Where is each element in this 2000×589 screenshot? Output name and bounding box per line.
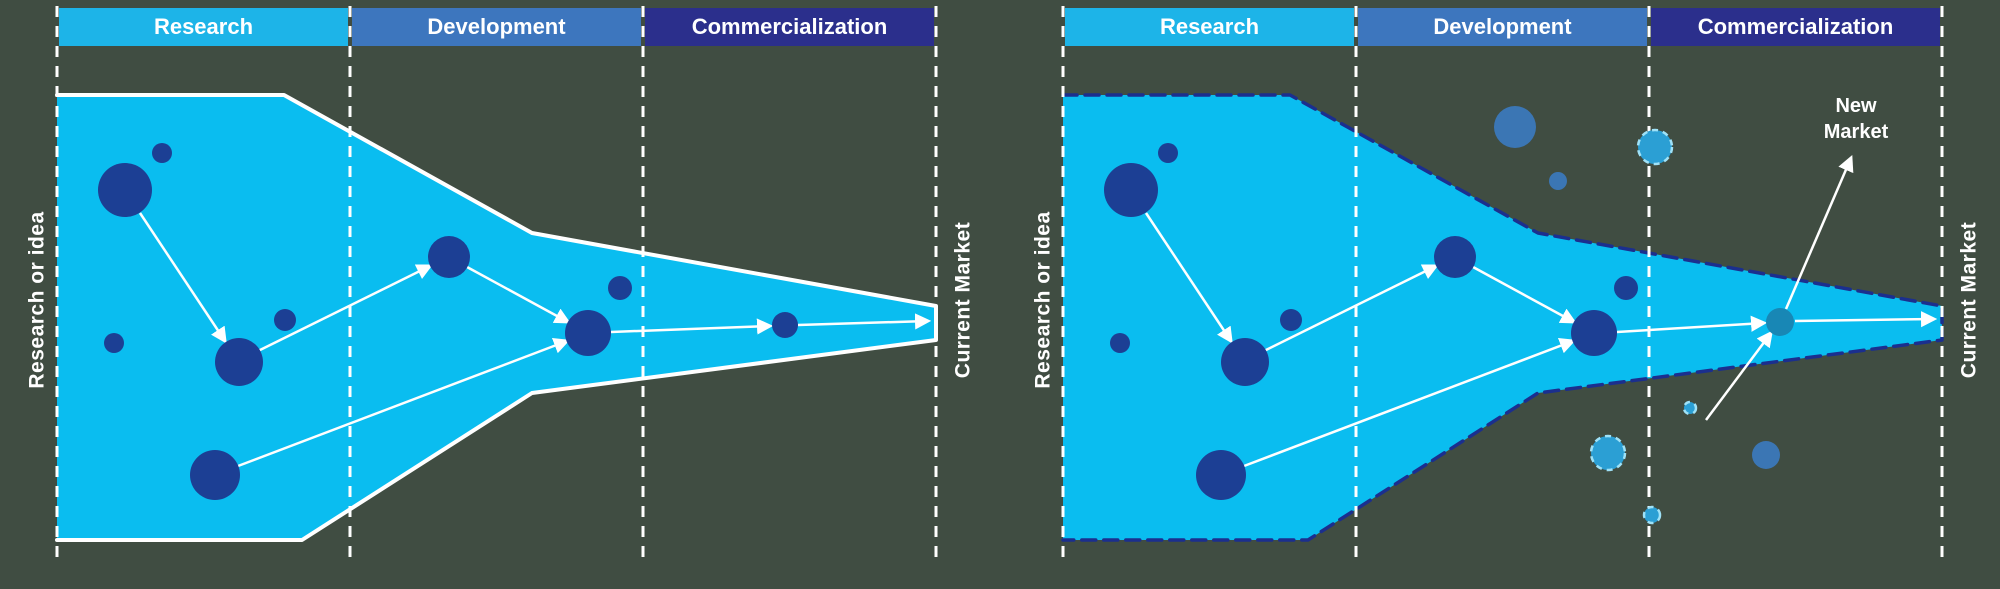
idea-circle [1280,309,1302,331]
idea-circle [1196,450,1246,500]
idea-circle [428,236,470,278]
external-idea-circle [1752,441,1780,469]
flow-arrow [1616,315,1768,334]
phase-header-label: Development [427,14,566,39]
flow-arrow [1263,264,1439,353]
phase-header-research [59,8,348,46]
idea-circle [1221,338,1269,386]
research-or-idea-label: Research or idea [1032,211,1055,388]
funnel-shape [55,93,938,542]
phase-header-label: Commercialization [1698,14,1894,39]
idea-circle [190,450,240,500]
external-idea-circle [1549,172,1567,190]
phase-header-development [1358,8,1647,46]
flow-arrow [237,338,571,468]
idea-circle [608,276,632,300]
phase-header-commercialization [645,8,934,46]
new-market-label: Market [1824,121,1889,143]
phase-header-label: Research [154,14,253,39]
flow-arrow [1794,311,1938,328]
external-idea-circle [1494,106,1536,148]
idea-circle [772,312,798,338]
flow-arrow [1784,155,1854,310]
idea-circle [1434,236,1476,278]
idea-circle [1104,163,1158,217]
external-idea-circle-dashed [1682,400,1698,416]
idea-circle [274,309,296,331]
idea-circle [215,338,263,386]
phase-header-label: Commercialization [692,14,888,39]
new-market-label: New [1835,95,1877,117]
idea-circle [104,333,124,353]
idea-circle [1571,310,1617,356]
current-market-funnel: Research Development CommercializationRese… [26,6,975,562]
flow-arrow [138,212,227,344]
external-idea-circle-dashed [1636,128,1674,166]
flow-arrow [797,313,932,330]
phase-header-development [352,8,641,46]
idea-circle [152,143,172,163]
idea-circle [1614,276,1638,300]
flow-arrow [610,318,774,335]
external-idea-circle-dashed [1589,434,1627,472]
flow-arrow [1704,330,1773,421]
external-idea-circle-dashed [1642,505,1662,525]
flow-arrow [466,265,571,324]
phase-header-label: Research [1160,14,1259,39]
funnel-shape [1061,93,1944,542]
flow-arrow [257,264,433,353]
current-market-label: Current Market [952,222,975,378]
new-market-seed-circle [1766,308,1794,336]
new-market-funnel: Research Development CommercializationRese… [1032,6,1981,562]
idea-circle [565,310,611,356]
current-market-label: Current Market [1958,222,1981,378]
phase-header-research [1065,8,1354,46]
phase-header-label: Development [1433,14,1572,39]
flow-arrow [1472,265,1577,324]
flow-arrow [1243,338,1577,468]
idea-circle [1158,143,1178,163]
idea-circle [1110,333,1130,353]
flow-arrow [1144,212,1233,344]
research-or-idea-label: Research or idea [26,211,49,388]
idea-circle [98,163,152,217]
phase-header-commercialization [1651,8,1940,46]
